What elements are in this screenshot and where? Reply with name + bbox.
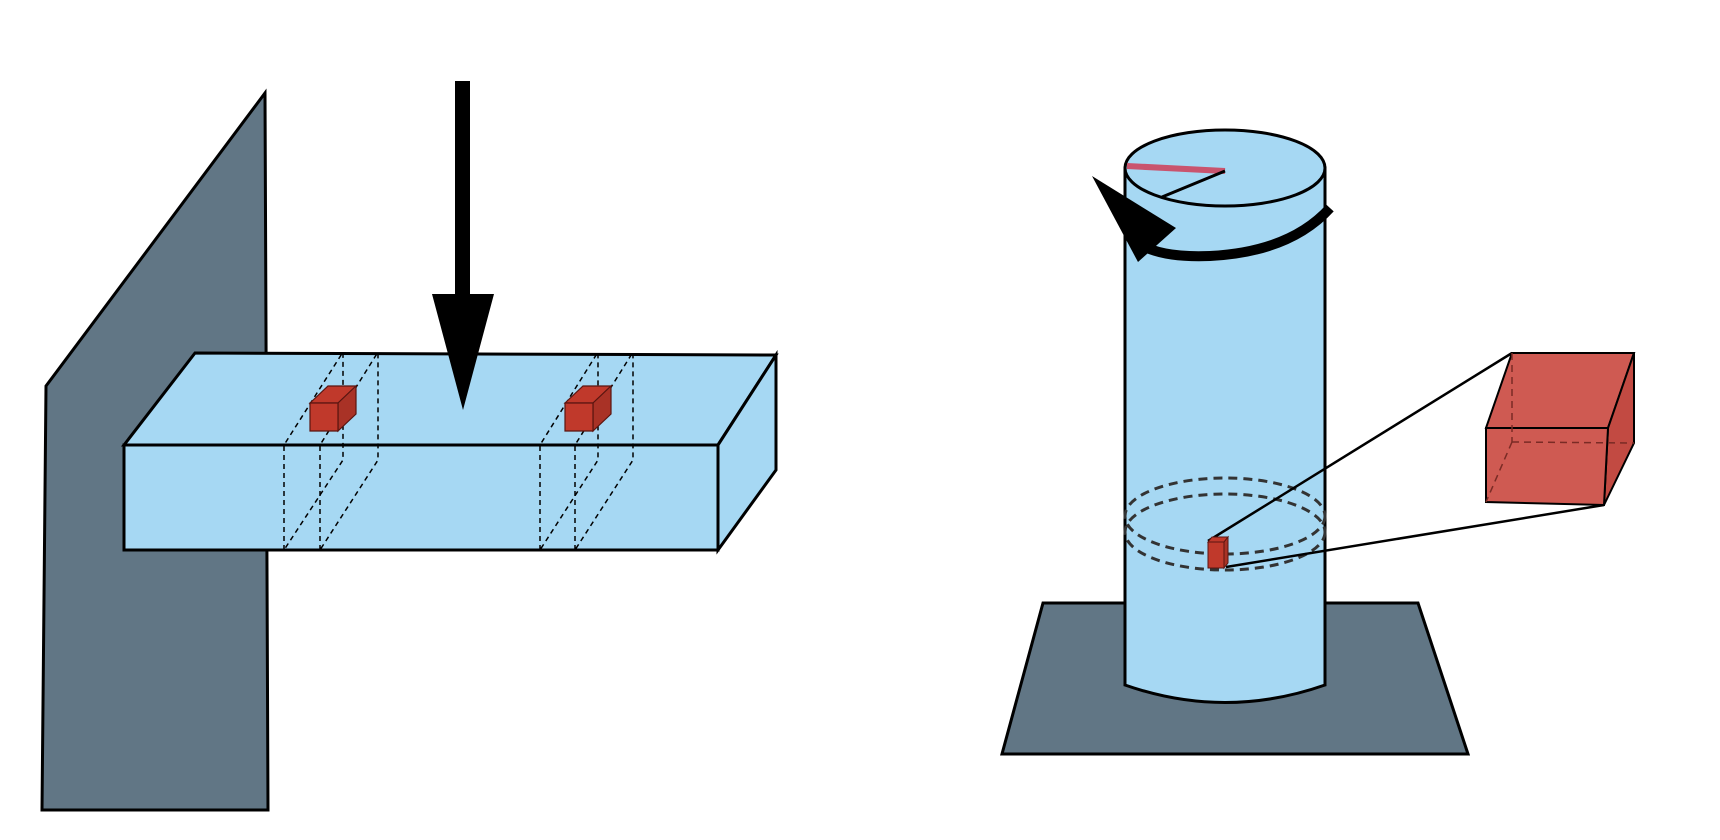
stress-element-small [1206,535,1230,570]
radius-line-highlight [1126,163,1226,174]
stress-element-2 [563,384,613,433]
zoom-leader-lines [1207,351,1605,569]
stress-element-zoomed [1484,352,1636,507]
beam-front-face [122,443,720,552]
torque-arrow-icon [1092,176,1334,262]
load-arrow-icon [432,81,494,410]
cylinder-body [1123,166,1327,704]
radius-line [1161,169,1226,199]
beam-top-face [120,351,779,447]
stress-element-1 [308,384,358,433]
torsion-panel [1000,128,1636,756]
cantilever-panel [40,81,779,812]
